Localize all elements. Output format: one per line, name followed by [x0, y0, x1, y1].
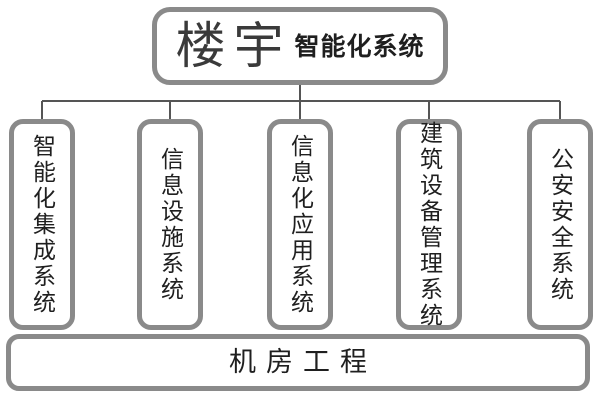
branch-node-information-facility: 信息设施系统	[137, 119, 203, 330]
base-node-machine-room: 机房工程	[6, 334, 590, 391]
root-title-small: 智能化系统	[294, 33, 425, 61]
root-node: 楼宇 智能化系统	[152, 7, 448, 85]
branch-label: 信息化应用系统	[287, 133, 313, 316]
branch-node-intelligent-integration: 智能化集成系统	[9, 119, 75, 330]
branch-label: 智能化集成系统	[29, 133, 55, 316]
base-label: 机房工程	[229, 347, 377, 377]
branch-label: 公安安全系统	[547, 146, 573, 303]
branch-node-informatization-application: 信息化应用系统	[267, 119, 333, 330]
branch-label: 信息设施系统	[157, 146, 183, 303]
branch-node-building-equipment-management: 建筑设备管理系统	[396, 119, 462, 330]
branch-label: 建筑设备管理系统	[416, 120, 442, 329]
root-title-large: 楼宇	[175, 18, 292, 74]
branch-node-public-security: 公安安全系统	[527, 119, 593, 330]
